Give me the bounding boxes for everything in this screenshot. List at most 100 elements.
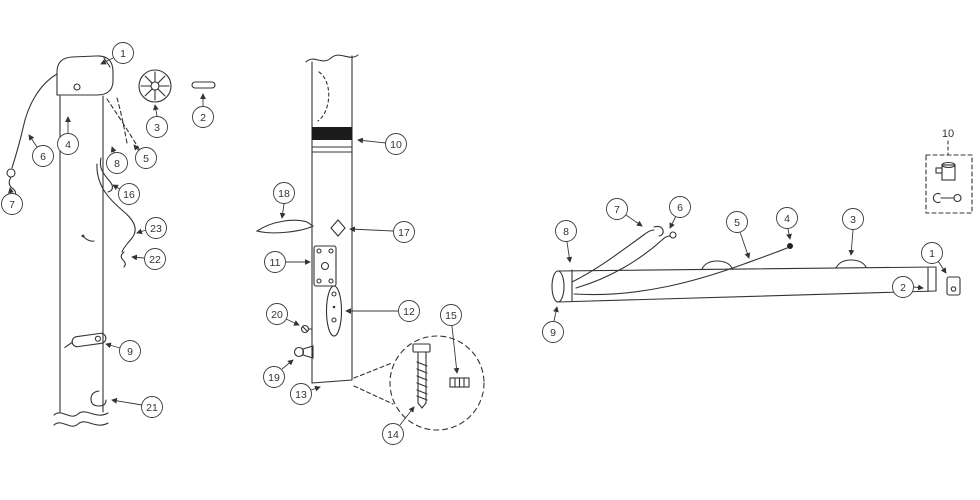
thumb-screw-fitting bbox=[293, 345, 314, 359]
boom-rope-b bbox=[575, 235, 671, 289]
callout-label: 7 bbox=[9, 199, 15, 211]
callout-9: 9 bbox=[542, 306, 564, 343]
callout-label: 23 bbox=[150, 223, 162, 235]
middle-assembly bbox=[255, 54, 485, 431]
callout-12: 12 bbox=[345, 300, 420, 322]
callout-3: 3 bbox=[842, 208, 864, 256]
callout-15: 15 bbox=[440, 304, 462, 374]
diamond-marker bbox=[330, 219, 346, 237]
rope-a-hook bbox=[653, 225, 664, 237]
dashed-halyard-line-a bbox=[106, 98, 140, 150]
callout-label: 21 bbox=[146, 402, 158, 414]
bottom-hook bbox=[90, 390, 107, 407]
mounting-bracket bbox=[313, 245, 337, 287]
callout-14: 14 bbox=[382, 406, 415, 445]
callout-label: 2 bbox=[900, 282, 906, 294]
callout-10: 10 bbox=[357, 133, 407, 155]
callout-label: 1 bbox=[929, 248, 935, 260]
tube-top-break bbox=[305, 54, 359, 63]
callout-label: 6 bbox=[677, 202, 683, 214]
oval-plate bbox=[325, 285, 343, 337]
cleat bbox=[64, 332, 107, 348]
callout-label: 13 bbox=[295, 389, 307, 401]
callout-11: 11 bbox=[264, 251, 311, 273]
left-assembly bbox=[4, 55, 216, 427]
callout-5: 5 bbox=[133, 144, 157, 169]
callout-6: 6 bbox=[669, 196, 691, 229]
callout-label: 15 bbox=[445, 310, 457, 322]
callout-label: 12 bbox=[403, 306, 415, 318]
oil-can-icon bbox=[935, 161, 956, 181]
callout-label: 3 bbox=[154, 122, 160, 134]
downhaul-line bbox=[96, 163, 136, 253]
callout-21: 21 bbox=[111, 396, 163, 418]
callout-6: 6 bbox=[28, 134, 54, 167]
shackle-eye bbox=[6, 168, 16, 178]
wrench-icon bbox=[932, 192, 962, 204]
clevis-pin bbox=[191, 81, 216, 89]
callout-label: 5 bbox=[734, 217, 740, 229]
callout-label: 4 bbox=[65, 139, 71, 151]
dashed-halyard-line-b bbox=[116, 97, 128, 144]
callout-label: 4 bbox=[784, 213, 790, 225]
callout-label: 9 bbox=[127, 346, 133, 358]
line-clip-hook bbox=[120, 251, 126, 268]
right-callouts: 7 6 8 5 4 3 1 bbox=[542, 128, 954, 343]
callout-label: 18 bbox=[278, 188, 290, 200]
detail-bubble bbox=[389, 335, 485, 431]
callout-19: 19 bbox=[263, 359, 294, 388]
boom-walls bbox=[557, 266, 937, 303]
tie-off-line bbox=[99, 157, 113, 193]
callout-label: 8 bbox=[563, 226, 569, 238]
callout-7: 7 bbox=[606, 198, 643, 227]
callout-13: 13 bbox=[290, 383, 321, 405]
boom-rope-c bbox=[573, 247, 788, 296]
callout-23: 23 bbox=[136, 217, 167, 239]
callout-label: 2 bbox=[200, 112, 206, 124]
end-plug-part bbox=[946, 276, 961, 296]
callout-2: 2 bbox=[192, 93, 214, 128]
boom-left-end-cap bbox=[551, 270, 565, 303]
callout-16: 16 bbox=[112, 183, 140, 205]
callout-20: 20 bbox=[266, 303, 300, 326]
callout-8: 8 bbox=[555, 220, 577, 263]
callout-label: 1 bbox=[120, 48, 126, 60]
callout-1: 1 bbox=[100, 42, 134, 65]
rope-b-eye bbox=[669, 231, 677, 239]
small-screw bbox=[300, 324, 313, 334]
callout-3: 3 bbox=[146, 104, 168, 138]
callout-9: 9 bbox=[105, 340, 141, 362]
callout-8: 8 bbox=[106, 146, 128, 174]
boom-right-end bbox=[927, 266, 937, 293]
callout-label: 5 bbox=[143, 153, 149, 165]
cap-pin-hole bbox=[73, 83, 81, 91]
callout-label: 20 bbox=[271, 309, 283, 321]
sheave-wheel bbox=[138, 69, 172, 103]
rope-guide-bump-b bbox=[835, 259, 867, 269]
bolt bbox=[412, 343, 431, 409]
callout-7: 7 bbox=[1, 187, 23, 215]
callout-4: 4 bbox=[776, 207, 798, 240]
rope-c-end-ball bbox=[787, 243, 793, 249]
callout-1: 1 bbox=[921, 242, 947, 274]
line-fragment bbox=[83, 236, 95, 242]
tube-inner-dashed-detail bbox=[317, 71, 330, 122]
callout-2: 2 bbox=[892, 276, 924, 298]
detail-link-dashed bbox=[353, 362, 394, 405]
callout-label: 11 bbox=[270, 257, 281, 269]
detail-box-dashed bbox=[925, 154, 973, 214]
halyard-rope bbox=[11, 73, 58, 169]
callout-5: 5 bbox=[726, 211, 751, 259]
thin-band-lines bbox=[311, 146, 353, 153]
left-callouts: 1 3 2 4 5 8 6 bbox=[1, 42, 214, 418]
tube-walls bbox=[311, 55, 353, 384]
callout-22: 22 bbox=[131, 248, 166, 270]
tube-bottom-edge bbox=[311, 379, 353, 384]
mast-pole-break-lines bbox=[53, 411, 109, 427]
callout-label: 7 bbox=[614, 204, 620, 216]
callout-label: 9 bbox=[550, 327, 556, 339]
callout-17: 17 bbox=[349, 221, 415, 243]
right-assembly bbox=[551, 140, 973, 303]
